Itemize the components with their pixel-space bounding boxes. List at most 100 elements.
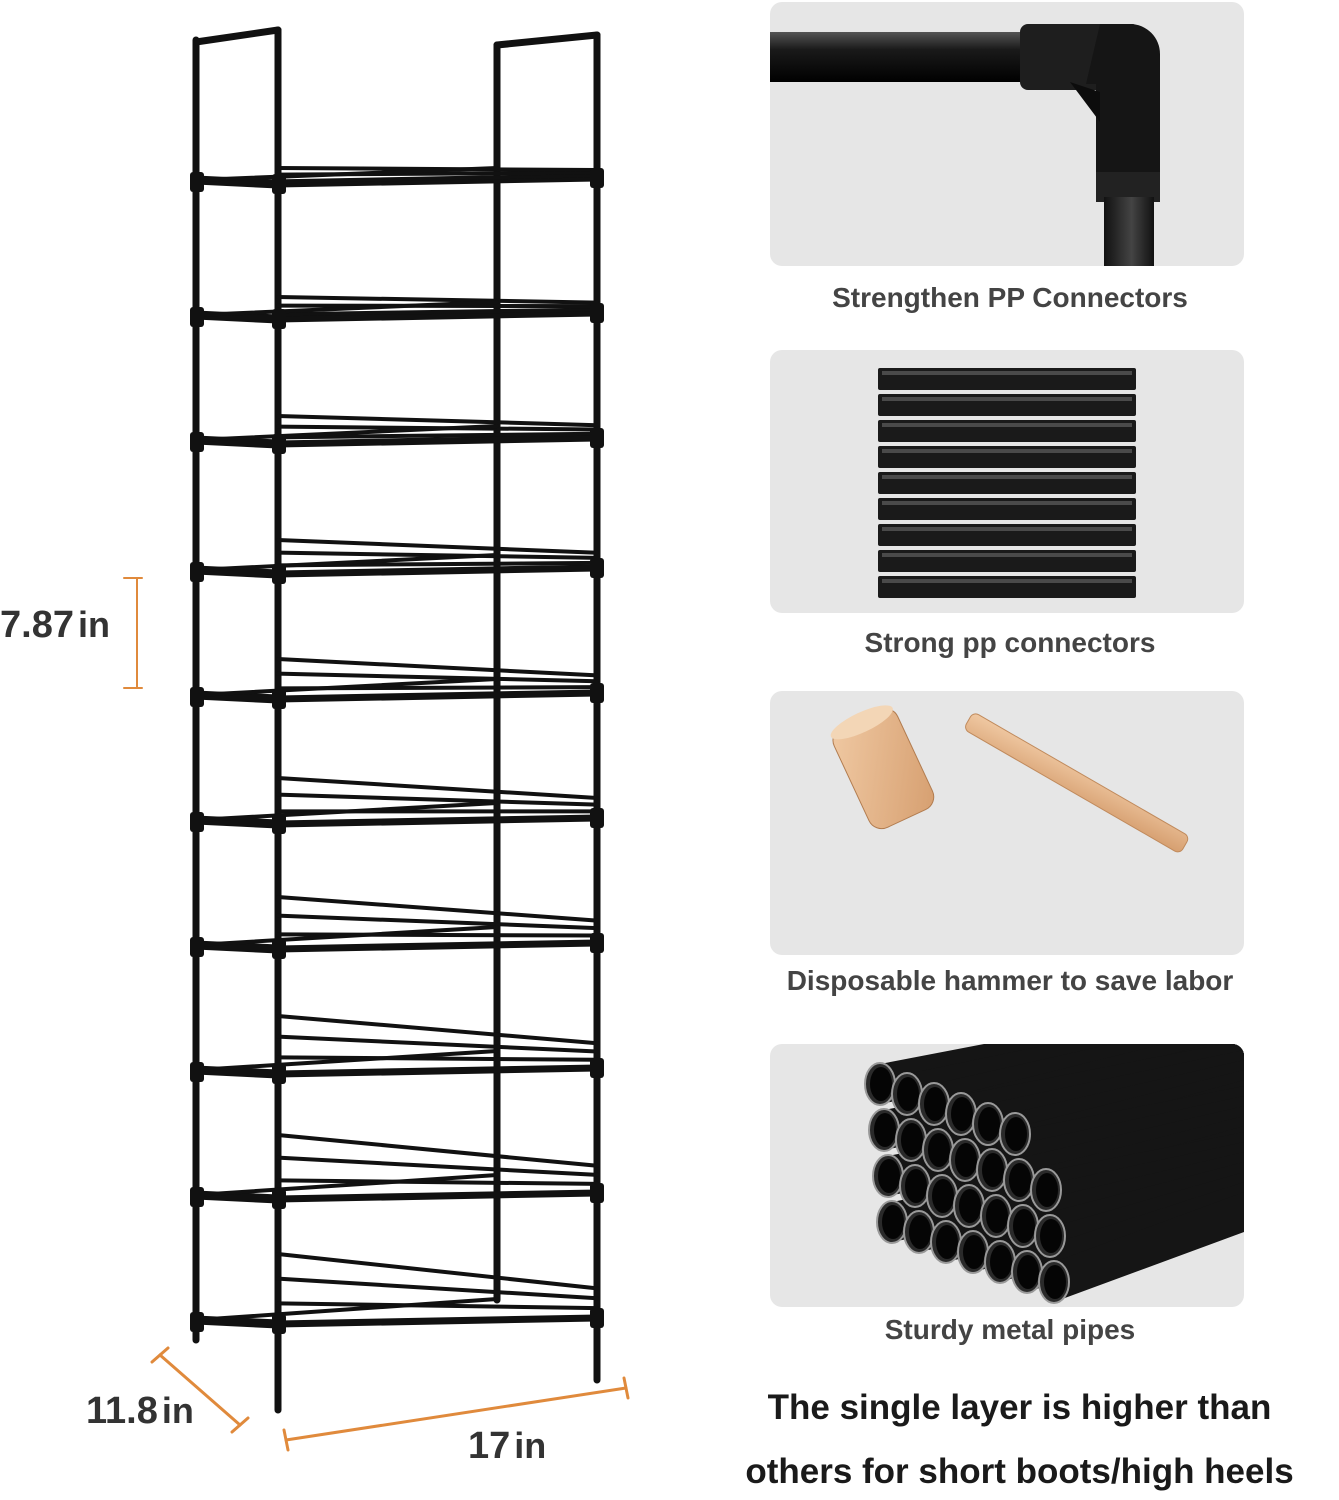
wooden-hammer-icon [830,705,1189,853]
shelf-front-rail [274,1189,601,1203]
shelf-connector [190,562,204,582]
shelf-connector [590,558,604,578]
shelf-slat [276,657,599,678]
shelf-back-rail [194,553,499,572]
shelf-connector [590,808,604,828]
depth-value: 11.8 [86,1390,158,1432]
pipe-hole [878,1159,900,1193]
shelf-back-rail [194,925,499,947]
shelf-slat [276,414,599,428]
shelf-front-rail [274,174,601,188]
shelf-slat [276,1133,599,1168]
connector-bar-highlight [882,423,1132,427]
shelf-connector [590,933,604,953]
pipe-hole [901,1123,923,1157]
metal-pipes-icon [864,1044,1244,1304]
shelf-connector [190,1062,204,1082]
pipe-hole [982,1153,1004,1187]
shelf-connector [190,1187,204,1207]
pipe-hole [882,1205,904,1239]
shelf-connector [590,1183,604,1203]
elbow-connector-icon [770,24,1160,266]
shelf-slat [276,1301,599,1311]
shelf-slat [276,307,599,317]
shelf-connector [590,1058,604,1078]
shelf-connector [190,432,204,452]
width-dimension-line [284,1386,628,1442]
shelf-front-rail [274,564,601,578]
pipe-hole [1044,1265,1066,1299]
shelf-connector [590,168,604,188]
shelf-slat [276,1014,599,1046]
feature-caption-connector-stack: Strong pp connectors [864,627,1156,658]
shelf-connector [190,812,204,832]
pipe-hole [978,1107,1000,1141]
shelf-slat [276,932,599,938]
shelf-back-rail [194,1173,499,1197]
pipe-hole [905,1169,927,1203]
pipe-hole [1040,1219,1062,1253]
connector-bar-highlight [882,579,1132,583]
connector-bar-highlight [882,371,1132,375]
shelf-slat [276,550,599,560]
pipe-hole [897,1077,919,1111]
shelf-back-rail [194,300,499,317]
pipe-hole [932,1179,954,1213]
shelf-connector [272,1314,286,1334]
pipe-hole [990,1245,1012,1279]
shelf-slat [276,295,599,305]
shelf-connector [272,1189,286,1209]
shelf-connector [272,689,286,709]
shelf-slat [276,792,599,807]
shelf-connector [190,937,204,957]
pipe-hole [955,1143,977,1177]
connector-bar-highlight [882,527,1132,531]
pipe-hole [936,1225,958,1259]
shelf-front-rail [274,814,601,828]
highlight-line-2: others for short boots/high heels [745,1452,1294,1491]
pipe-hole [1017,1255,1039,1289]
shelf-gap-unit: in [77,604,110,645]
shelf-front-rail [274,689,601,703]
shelf-connector [272,309,286,329]
rack-top-handle [493,31,601,49]
pipe-hole [951,1097,973,1131]
width-value: 17 [468,1425,511,1467]
shelf-slat [276,538,599,555]
shelf-slat [276,671,599,684]
feature-panel-connector [770,2,1244,266]
pipe-hole [986,1199,1008,1233]
highlight-line-1: The single layer is higher than [767,1388,1272,1427]
shelf-back-rail [194,801,499,822]
shelf-slat [276,173,599,184]
shelf-front-rail [274,1064,601,1078]
shelf-connector [272,814,286,834]
shelf-connector [590,1308,604,1328]
pipe-hole [1005,1117,1027,1151]
shelf-gap-value: 7.87 [0,604,74,646]
pipe-hole [1036,1173,1058,1207]
shelf-connector [272,939,286,959]
shelf-slat [276,1276,599,1301]
shelf-connector [590,683,604,703]
shelf-connector [590,428,604,448]
shelf-connector [190,687,204,707]
shelf-back-rail [194,424,499,442]
shelf-slat [276,431,599,440]
shoe-rack-illustration [123,26,630,1452]
shelf-front-rail [274,939,601,953]
shelf-slat [276,1155,599,1177]
shelf-slat [276,1034,599,1054]
rack-top-handle [192,26,282,46]
shelf-slat [276,913,599,931]
shelf-connector [272,434,286,454]
feature-caption-pipes: Sturdy metal pipes [884,1314,1136,1345]
depth-dimension-tick [230,1416,250,1434]
feature-caption-hammer: Disposable hammer to save labor [786,965,1234,996]
depth-unit: in [161,1390,194,1431]
shelf-connector [272,174,286,194]
connector-stack-icon [878,368,1136,598]
shelf-connector [190,307,204,327]
